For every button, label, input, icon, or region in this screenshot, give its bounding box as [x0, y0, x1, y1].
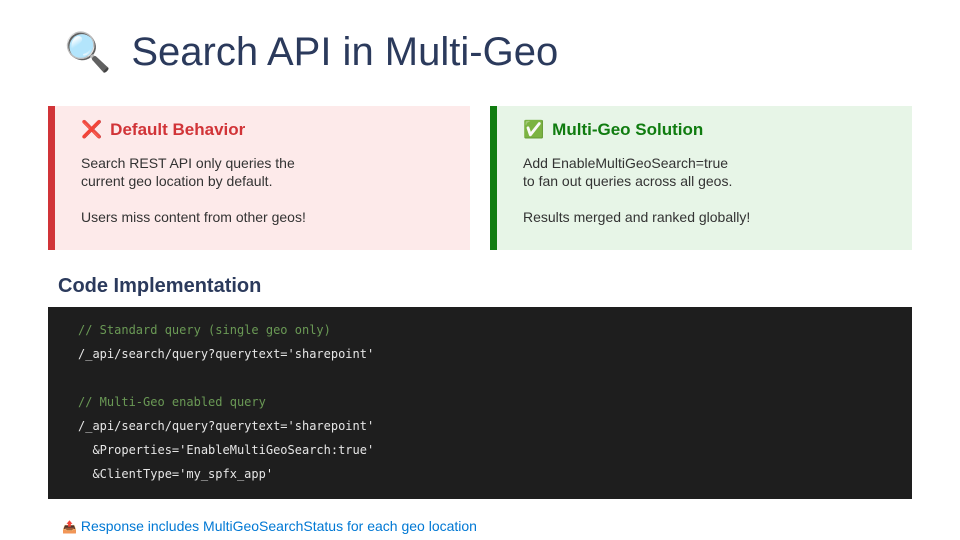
card-text: current geo location by default.: [81, 173, 273, 189]
code-comment: // Standard query (single geo only): [78, 323, 331, 337]
outbox-tray-icon: 📤: [62, 520, 77, 534]
card-text: Search REST API only queries the: [81, 155, 295, 171]
footer-text: Response includes MultiGeoSearchStatus f…: [80, 518, 477, 534]
page-title: Search API in Multi-Geo: [131, 30, 559, 74]
code-line: &Properties='EnableMultiGeoSearch:true': [78, 443, 375, 457]
multigeo-solution-card: ✅ Multi-Geo Solution Add EnableMultiGeoSe…: [490, 106, 912, 250]
card-text: to fan out queries across all geos.: [523, 173, 733, 189]
card-heading: Multi-Geo Solution: [552, 120, 704, 139]
code-comment: // Multi-Geo enabled query: [78, 395, 266, 409]
code-block: // Standard query (single geo only) /_ap…: [48, 307, 912, 499]
page-header: 🔍 Search API in Multi-Geo: [64, 30, 558, 75]
section-title: Code Implementation: [58, 275, 262, 297]
code-line: [78, 369, 912, 393]
code-line: &ClientType='my_spfx_app': [78, 467, 274, 481]
code-line: /_api/search/query?querytext='sharepoint…: [78, 347, 375, 361]
card-text: Add EnableMultiGeoSearch=true: [523, 155, 729, 171]
card-heading: Default Behavior: [110, 120, 246, 139]
check-mark-icon: ✅: [523, 120, 545, 139]
default-behavior-card: ❌ Default Behavior Search REST API only q…: [48, 106, 470, 250]
card-text: Results merged and ranked globally!: [523, 209, 751, 225]
cross-mark-icon: ❌: [81, 120, 103, 139]
magnifier-icon: 🔍: [64, 30, 112, 74]
card-text: Users miss content from other geos!: [81, 209, 306, 225]
code-line: /_api/search/query?querytext='sharepoint…: [78, 419, 375, 433]
footer-note: 📤 Response includes MultiGeoSearchStatus…: [62, 518, 477, 534]
